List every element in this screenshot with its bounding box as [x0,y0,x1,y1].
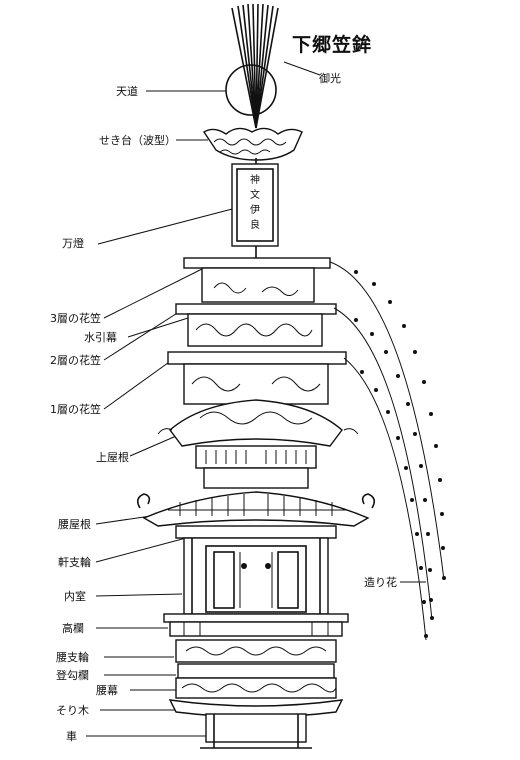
kuruma [200,713,312,749]
sekidai-wave [203,127,303,161]
label-noborikoran: 登勾欄 [56,669,89,682]
svg-text:神: 神 [250,173,260,186]
koshiyane-roof [136,491,376,539]
naishitsu-chamber [183,537,329,615]
label-hanagasa3: 3層の花笠 [50,312,101,325]
noborikoran [177,663,335,679]
hanagasa-1 [167,351,347,405]
takaran-railing [163,613,349,637]
label-sekidai: せき台（波型） [99,134,176,147]
leader-mando [97,207,237,245]
koshishiwa [175,639,337,663]
hanagasa-3 [183,257,331,303]
leader-nokishiwa [95,537,187,563]
leader-hanagasa3 [103,267,205,319]
uwayane-roof [157,399,359,489]
label-hanagasa1: 1層の花笠 [50,403,101,416]
leader-goko [283,61,321,76]
leader-hanagasa1 [103,359,173,410]
koshimaku [175,677,337,699]
label-naishitsu: 内室 [64,590,86,603]
diagram-title: 下郷笠鉾 [292,34,373,56]
label-kuruma: 車 [66,730,77,743]
label-mizuhikimaku: 水引幕 [84,331,117,344]
svg-text:文: 文 [250,188,260,201]
mando-lantern: 神 文 伊 良 [231,163,279,247]
svg-text:良: 良 [250,218,260,231]
label-nokishiwa: 軒支輪 [58,556,91,569]
label-koshishiwa: 腰支輪 [56,651,89,664]
label-koshimaku: 腰幕 [96,684,118,697]
label-tsukuribana: 造り花 [364,576,397,589]
svg-text:伊: 伊 [250,204,260,216]
label-mando: 万燈 [62,237,84,250]
tsukuribana-streamers [329,261,446,641]
label-sorigi: そり木 [56,704,89,717]
leader-naishitsu [95,593,183,597]
hanagasa-2 [175,303,337,347]
leader-mizuhikimaku [127,317,189,338]
label-takaran: 高欄 [62,622,84,635]
label-koshiyane: 腰屋根 [58,518,91,531]
label-uwayane: 上屋根 [96,451,129,464]
leader-hanagasa2 [103,309,183,361]
label-goko: 御光 [319,72,341,85]
label-tendo: 天道 [116,85,138,98]
label-hanagasa2: 2層の花笠 [50,354,101,367]
tendo-circle [225,64,277,116]
